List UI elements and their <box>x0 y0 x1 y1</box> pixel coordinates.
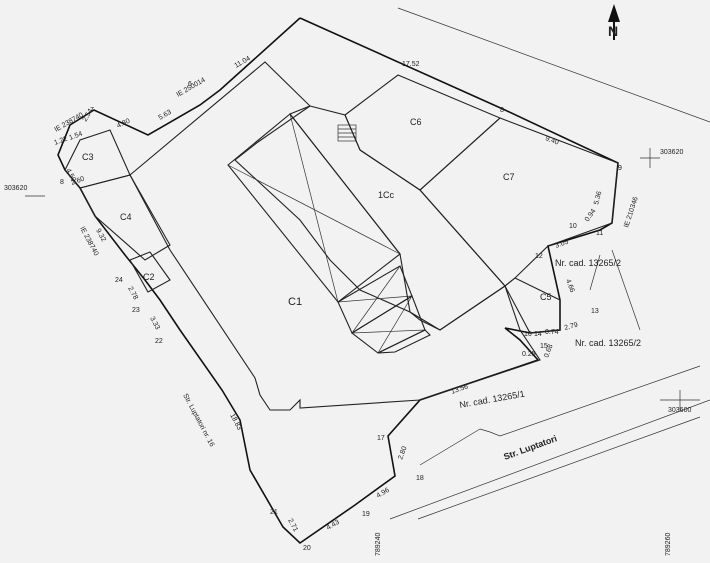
dim-4-80: 4.80 <box>116 118 131 130</box>
point-9: 9 <box>618 165 622 172</box>
point-14: 14 <box>534 331 542 338</box>
dim-2-60: 2.60 <box>70 176 85 187</box>
grid-303620-left: 303620 <box>4 185 27 192</box>
point-15: 15 <box>540 343 548 350</box>
north-label: N <box>608 23 618 39</box>
point-7: 7 <box>90 107 94 114</box>
label-c1: C1 <box>288 296 302 308</box>
grid-789240: 789240 <box>375 533 382 556</box>
dim-0-25: 0.25 <box>522 351 536 358</box>
grid-303620-right: 303620 <box>660 149 683 156</box>
building-c6 <box>344 74 502 191</box>
label-c7: C7 <box>503 172 515 182</box>
building-1cc <box>289 105 506 331</box>
point-17: 17 <box>377 435 385 442</box>
point-6: 6 <box>188 81 192 88</box>
point-23: 23 <box>132 307 140 314</box>
cadastre-3: Nr. cad. 13265/1 <box>459 389 526 410</box>
point-8b: 8 <box>60 179 64 186</box>
dim-2-80: 2.80 <box>397 445 408 460</box>
dim-0-68: 0.68 <box>543 343 554 358</box>
building-c2 <box>129 251 171 293</box>
dim-4-43: 4.43 <box>326 519 341 532</box>
c1-stairs <box>337 265 431 354</box>
dim-0-74: 0.74 <box>545 329 559 336</box>
label-c6: C6 <box>410 117 422 127</box>
building-c5 <box>504 277 561 334</box>
point-24: 24 <box>115 277 123 284</box>
dim-1-22: 1.22 <box>53 136 68 147</box>
label-1cc: 1Cc <box>378 190 395 200</box>
point-11: 11 <box>596 230 603 237</box>
label-c5: C5 <box>540 292 552 302</box>
dim-2-78: 2.78 <box>126 286 139 301</box>
point-18: 18 <box>416 475 424 482</box>
grid-789260: 789260 <box>665 533 672 556</box>
dim-1-54: 1.54 <box>68 131 83 142</box>
dimension-labels: 11.04 17.52 9.40 5.36 0.94 3.05 4.66 2.7… <box>53 55 603 533</box>
c1-cross-rect <box>227 113 401 303</box>
point-10: 10 <box>569 223 577 230</box>
point-21: 21 <box>270 509 278 516</box>
north-arrow-icon <box>608 4 620 40</box>
grid-ticks <box>25 148 700 410</box>
street-luptatori: Str. Luptatori <box>502 433 558 462</box>
point-20: 20 <box>303 545 311 552</box>
dim-3-05: 3.05 <box>554 239 569 250</box>
dim-2-79: 2.79 <box>564 322 579 332</box>
dim-0-94: 0.94 <box>584 208 598 223</box>
dim-4-66: 4.66 <box>564 278 575 293</box>
dim-3-33: 3.33 <box>148 316 161 331</box>
ie-210346: IE 210346 <box>623 196 640 229</box>
cadastre-1: Nr. cad. 13265/2 <box>555 258 621 268</box>
point-12: 12 <box>535 253 543 260</box>
parcel-boundary <box>57 17 619 545</box>
label-c3: C3 <box>82 152 94 162</box>
point-22: 22 <box>155 338 163 345</box>
label-c4: C4 <box>120 212 132 222</box>
dim-13-56: 13.56 <box>450 383 469 396</box>
point-13: 13 <box>591 308 599 315</box>
point-8: 8 <box>500 107 504 114</box>
building-c3 <box>64 129 131 189</box>
point-16: 16 <box>524 331 532 338</box>
dim-17-52: 17.52 <box>402 61 420 68</box>
point-labels: 8 9 10 11 12 13 14 15 16 17 18 19 20 21 … <box>60 81 622 552</box>
building-c1 <box>129 61 541 411</box>
street-lines <box>389 7 710 520</box>
grid-303600: 303600 <box>668 407 691 414</box>
cadastre-2: Nr. cad. 13265/2 <box>575 338 641 348</box>
dim-5-63: 5.63 <box>158 109 173 122</box>
dim-5-36: 5.36 <box>593 190 603 205</box>
dim-11-04: 11.04 <box>234 55 252 70</box>
point-19: 19 <box>362 511 370 518</box>
street-luptatori-16: Str. Luptatori nr. 16 <box>181 393 215 449</box>
dim-18-83: 18.83 <box>228 413 242 432</box>
label-c2: C2 <box>143 272 155 282</box>
dim-9-40: 9.40 <box>544 135 559 146</box>
